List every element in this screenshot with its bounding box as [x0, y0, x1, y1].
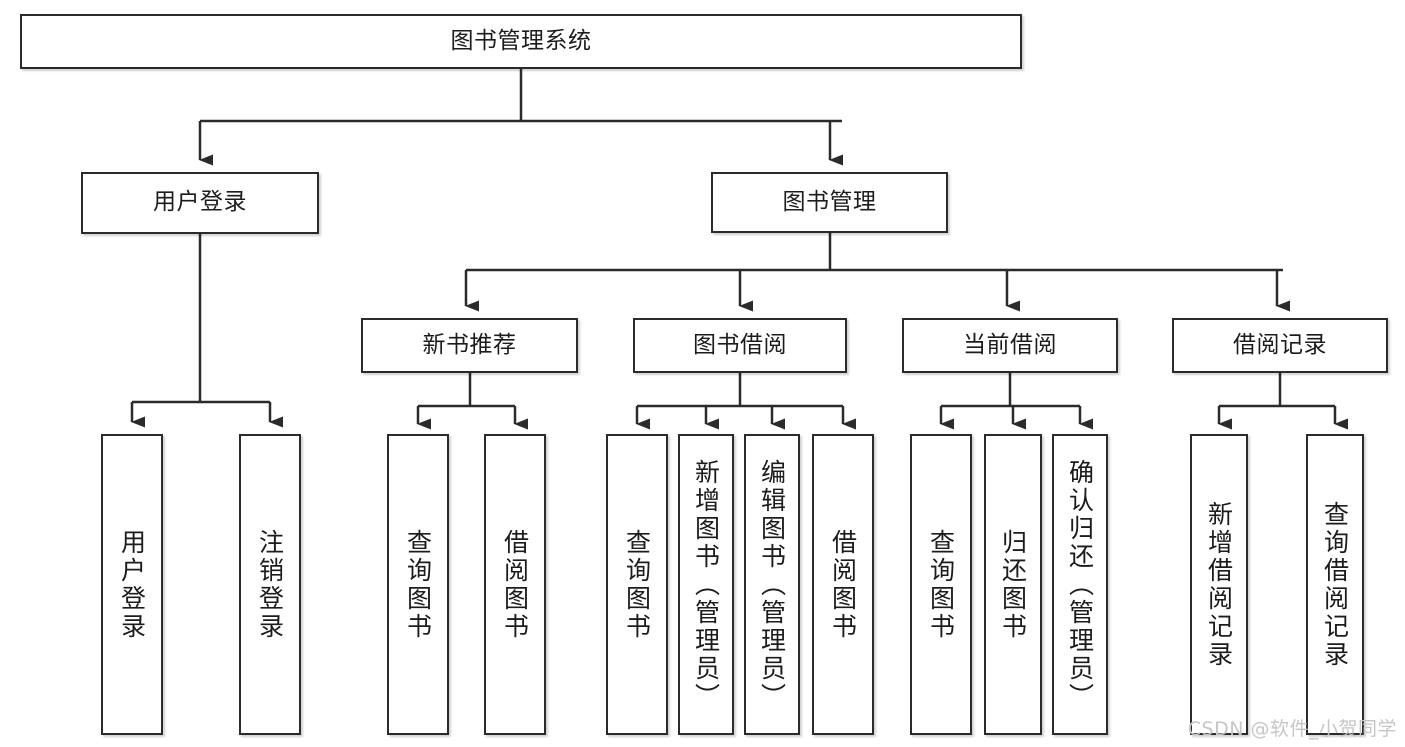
node-leaf-logout-label: 注销登录	[255, 528, 285, 641]
node-leaf-query-record-label: 查询借阅记录	[1320, 500, 1350, 669]
node-book-management[interactable]: 图书管理	[711, 172, 948, 233]
node-leaf-edit-book-label: 编辑图书（管理员）	[757, 458, 787, 711]
node-user-login-label: 用户登录	[153, 189, 247, 216]
node-leaf-confirm-return-label: 确认归还（管理员）	[1065, 458, 1095, 711]
node-leaf-user-login[interactable]: 用户登录	[101, 434, 163, 735]
node-leaf-user-login-label: 用户登录	[117, 528, 147, 641]
node-leaf-borrow-book-2-label: 借阅图书	[828, 528, 858, 641]
node-leaf-borrow-book-1[interactable]: 借阅图书	[484, 434, 546, 735]
node-leaf-return-book[interactable]: 归还图书	[984, 434, 1042, 735]
node-leaf-edit-book[interactable]: 编辑图书（管理员）	[744, 434, 800, 735]
node-leaf-borrow-book-1-label: 借阅图书	[500, 528, 530, 641]
node-leaf-add-record[interactable]: 新增借阅记录	[1190, 434, 1248, 735]
node-leaf-add-record-label: 新增借阅记录	[1204, 500, 1234, 669]
node-leaf-query-book-3[interactable]: 查询图书	[910, 434, 972, 735]
node-book-management-label: 图书管理	[782, 188, 877, 215]
node-leaf-confirm-return[interactable]: 确认归还（管理员）	[1052, 434, 1108, 735]
node-current-borrow-label: 当前借阅	[963, 331, 1057, 358]
node-leaf-query-book-3-label: 查询图书	[926, 528, 956, 641]
node-user-login[interactable]: 用户登录	[81, 172, 319, 234]
node-leaf-borrow-book-2[interactable]: 借阅图书	[812, 434, 874, 735]
node-new-book-recommend[interactable]: 新书推荐	[361, 318, 578, 373]
node-book-borrow[interactable]: 图书借阅	[633, 318, 847, 373]
node-leaf-add-book[interactable]: 新增图书（管理员）	[678, 434, 734, 735]
node-leaf-logout[interactable]: 注销登录	[239, 434, 301, 735]
node-leaf-add-book-label: 新增图书（管理员）	[691, 458, 721, 711]
node-borrow-record-label: 借阅记录	[1233, 331, 1327, 358]
node-root[interactable]: 图书管理系统	[20, 14, 1022, 69]
node-borrow-record[interactable]: 借阅记录	[1172, 318, 1388, 373]
node-current-borrow[interactable]: 当前借阅	[902, 318, 1118, 373]
node-leaf-query-book-1[interactable]: 查询图书	[387, 434, 449, 735]
node-leaf-query-record[interactable]: 查询借阅记录	[1306, 434, 1364, 735]
node-new-book-recommend-label: 新书推荐	[422, 331, 517, 358]
node-leaf-query-book-2-label: 查询图书	[622, 528, 652, 641]
watermark: CSDN @软件_小贺同学	[1187, 718, 1397, 740]
node-root-label: 图书管理系统	[450, 27, 592, 54]
node-leaf-query-book-1-label: 查询图书	[403, 528, 433, 641]
node-book-borrow-label: 图书借阅	[693, 331, 787, 358]
node-leaf-return-book-label: 归还图书	[998, 528, 1028, 641]
node-leaf-query-book-2[interactable]: 查询图书	[606, 434, 668, 735]
